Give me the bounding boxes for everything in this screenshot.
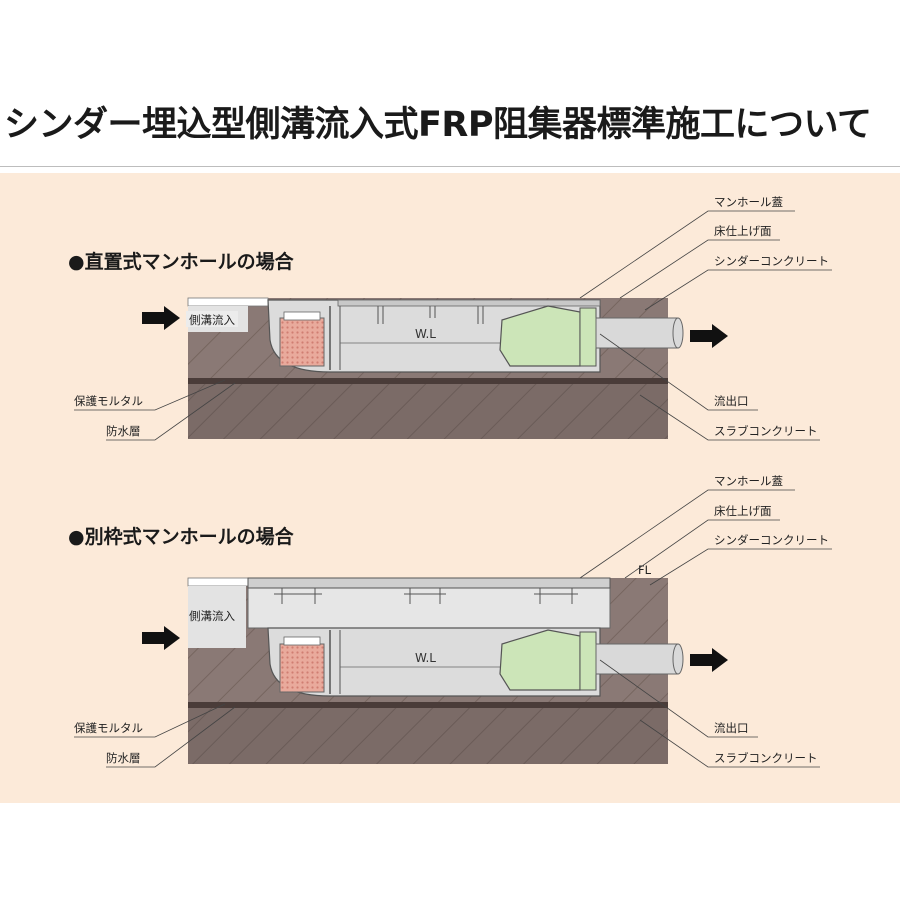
cover-bolts: [377, 306, 484, 324]
label-slab-concrete: スラブコンクリート: [714, 751, 818, 765]
label-cinder-concrete: シンダーコンクリート: [714, 254, 829, 268]
manhole-cover: [247, 577, 611, 589]
ditch-grating: [187, 297, 269, 307]
section-heading: ●直置式マンホールの場合: [68, 250, 295, 273]
label-slab-concrete: スラブコンクリート: [714, 424, 818, 438]
label-protective-mortar: 保護モルタル: [74, 394, 143, 408]
fl-label: FL: [638, 563, 652, 577]
label-waterproof: 防水層: [106, 751, 141, 765]
ditch-grating: [187, 577, 249, 587]
slab-concrete: [188, 384, 668, 439]
water-level-label: W.L: [415, 651, 436, 665]
strainer-basket: [279, 317, 325, 367]
slab-concrete: [188, 708, 668, 764]
label-floor-finish: 床仕上げ面: [714, 224, 772, 238]
label-outlet: 流出口: [714, 394, 749, 408]
outflow-arrow-icon: [690, 648, 728, 672]
page-title: シンダー埋込型側溝流入式FRP阻集器標準施工について: [4, 105, 872, 145]
right-callouts: マンホール蓋 床仕上げ面 シンダーコンクリート 流出口 スラブコンクリート: [579, 474, 832, 768]
title-divider: [0, 166, 900, 167]
outlet-pipe: [595, 317, 679, 349]
inflow-label: 側溝流入: [189, 609, 235, 623]
left-callouts: 保護モルタル 防水層: [74, 379, 236, 441]
section-direct-manhole: ●直置式マンホールの場合 W.L: [68, 195, 832, 441]
manhole-cover: [337, 299, 601, 307]
outlet-pipe: [595, 643, 679, 675]
label-floor-finish: 床仕上げ面: [714, 504, 772, 518]
side-ditch: [188, 586, 246, 648]
inflow-arrow-icon: [142, 626, 180, 650]
label-outlet: 流出口: [714, 721, 749, 735]
inflow-label: 側溝流入: [189, 313, 235, 327]
label-manhole-cover: マンホール蓋: [714, 474, 783, 488]
section-heading: ●別枠式マンホールの場合: [68, 525, 295, 548]
waterproof-layer: [188, 378, 668, 384]
manhole-frame: [247, 585, 611, 629]
right-callouts: マンホール蓋 床仕上げ面 シンダーコンクリート 流出口 スラブコンクリート: [579, 195, 832, 441]
cover-bolts: [274, 588, 578, 604]
strainer-basket: [279, 643, 325, 693]
section-separate-frame-manhole: ●別枠式マンホールの場合 W.L 側: [68, 474, 832, 768]
label-cinder-concrete: シンダーコンクリート: [714, 533, 829, 547]
label-waterproof: 防水層: [106, 424, 141, 438]
label-protective-mortar: 保護モルタル: [74, 721, 143, 735]
left-callouts: 保護モルタル 防水層: [74, 703, 236, 768]
water-level-label: W.L: [415, 327, 436, 341]
inflow-arrow-icon: [142, 306, 180, 330]
label-manhole-cover: マンホール蓋: [714, 195, 783, 209]
waterproof-layer: [188, 702, 668, 708]
outflow-arrow-icon: [690, 324, 728, 348]
